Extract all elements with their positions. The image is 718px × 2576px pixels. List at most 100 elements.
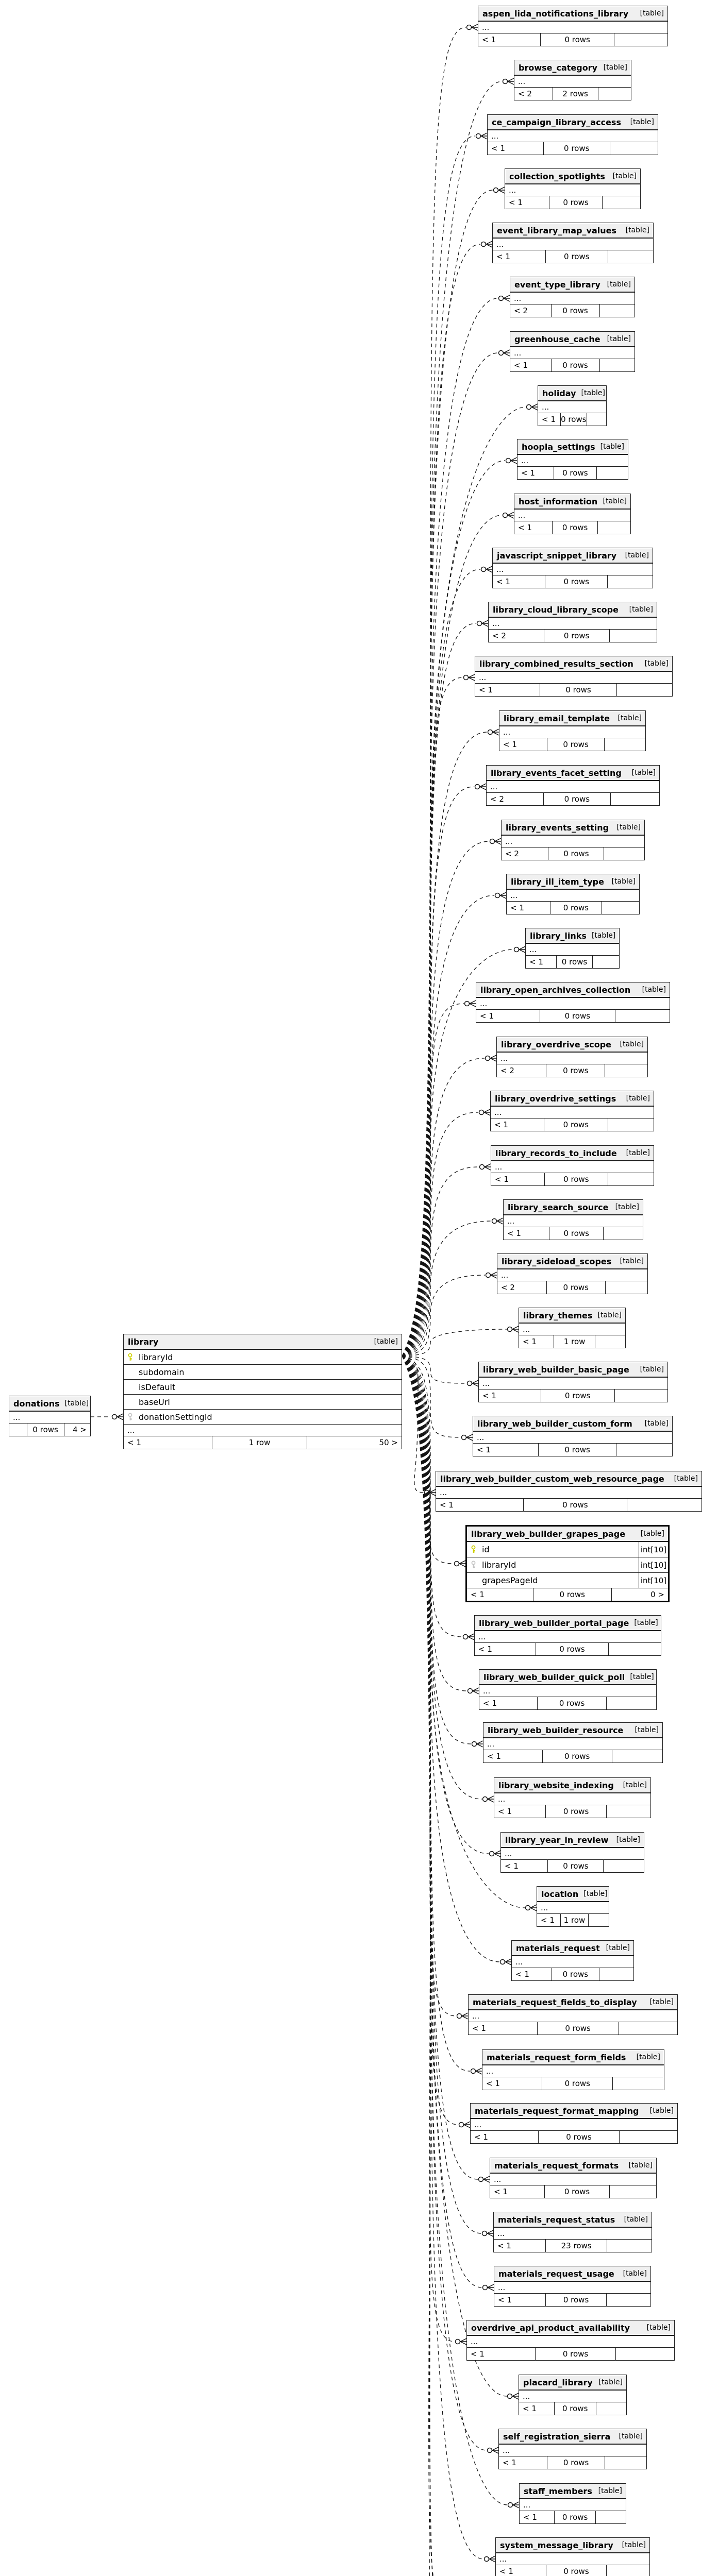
table-name-link-materials_request_fields_to_display[interactable]: materials_request_fields_to_display	[473, 1997, 637, 2007]
table-name-link-library_overdrive_scope[interactable]: library_overdrive_scope	[501, 1039, 612, 1049]
table-box-materials_request_fields_to_display: materials_request_fields_to_display[tabl…	[468, 1994, 678, 2035]
fk-count: < 1	[537, 1914, 561, 1926]
ellipsis-row: ...	[491, 1107, 654, 1118]
table-name-link-library_search_source[interactable]: library_search_source	[508, 1202, 609, 1212]
relationship-edge	[512, 1326, 519, 1333]
zero-or-many-circle	[483, 2556, 490, 2562]
zero-or-many-circle	[502, 512, 508, 518]
table-name-link-library_overdrive_settings[interactable]: library_overdrive_settings	[495, 1093, 616, 1104]
table-name-link-library_events_setting[interactable]: library_events_setting	[506, 822, 609, 833]
table-name-link-library_web_builder_quick_poll[interactable]: library_web_builder_quick_poll	[483, 1672, 625, 1682]
zero-or-many-circle	[502, 78, 508, 84]
table-name-link-system_message_library[interactable]: system_message_library	[500, 2540, 613, 2550]
table-name-link-library_cloud_library_scope[interactable]: library_cloud_library_scope	[493, 604, 619, 615]
table-name-link-library_web_builder_portal_page[interactable]: library_web_builder_portal_page	[479, 1618, 629, 1628]
table-name-link-library_themes[interactable]: library_themes	[523, 1310, 593, 1320]
table-tag: [table]	[640, 9, 664, 18]
primary-key-icon	[471, 1545, 476, 1553]
child-count	[599, 1968, 633, 1980]
table-name-link-ce_campaign_library_access[interactable]: ce_campaign_library_access	[492, 117, 621, 127]
table-name-link-materials_request[interactable]: materials_request	[516, 1943, 600, 1953]
table-name-link-library_web_builder_resource[interactable]: library_web_builder_resource	[488, 1725, 624, 1735]
fk-count: < 1	[479, 1697, 538, 1709]
table-name-link-library_links[interactable]: library_links	[530, 930, 587, 941]
table-name-link-javascript_snippet_library[interactable]: javascript_snippet_library	[497, 550, 617, 561]
zero-or-many-circle	[466, 24, 472, 30]
table-name-link-event_type_library[interactable]: event_type_library	[514, 279, 600, 290]
fk-count: < 1	[479, 1389, 541, 1402]
relationship-edge	[487, 1795, 494, 1803]
table-name-link-host_information[interactable]: host_information	[519, 496, 598, 506]
table-name-link-materials_request_status[interactable]: materials_request_status	[498, 2214, 615, 2225]
table-name-link-library_events_facet_setting[interactable]: library_events_facet_setting	[491, 768, 622, 778]
ellipsis-row: ...	[9, 1412, 90, 1423]
table-name-link-library_year_in_review[interactable]: library_year_in_review	[505, 1835, 609, 1845]
table-name-link-aspen_lida_notifications_library[interactable]: aspen_lida_notifications_library	[482, 8, 629, 19]
zero-or-many-circle	[487, 2447, 493, 2453]
row-count: 0 rows	[548, 1860, 604, 1872]
table-name-link-hoopla_settings[interactable]: hoopla_settings	[522, 442, 595, 452]
zero-or-many-circle	[478, 1109, 485, 1115]
table-name-link-library_open_archives_collection[interactable]: library_open_archives_collection	[480, 985, 631, 995]
table-header: library_records_to_include[table]	[491, 1146, 654, 1161]
table-name-link-materials_request_formats[interactable]: materials_request_formats	[494, 2160, 619, 2171]
table-name-link-library_web_builder_grapes_page[interactable]: library_web_builder_grapes_page	[471, 1529, 626, 1539]
ellipsis-row: ...	[510, 347, 634, 359]
table-header: library_overdrive_settings[table]	[491, 1091, 654, 1107]
table-name-link-library_sideload_scopes[interactable]: library_sideload_scopes	[502, 1256, 612, 1266]
table-header: materials_request_usage[table]	[494, 2266, 650, 2282]
table-name-link-library_web_builder_custom_web_resource_page[interactable]: library_web_builder_custom_web_resource_…	[440, 1473, 664, 1484]
table-name-link-collection_spotlights[interactable]: collection_spotlights	[509, 171, 605, 181]
row-count: 0 rows	[553, 521, 598, 534]
table-header: library_web_builder_portal_page[table]	[475, 1616, 661, 1631]
table-name-link-event_library_map_values[interactable]: event_library_map_values	[497, 225, 616, 235]
table-name-link-materials_request_usage[interactable]: materials_request_usage	[498, 2268, 614, 2279]
child-count	[600, 359, 634, 371]
table-name-link-library_email_template[interactable]: library_email_template	[504, 713, 610, 723]
table-name-link-location[interactable]: location	[541, 1889, 579, 1899]
table-header: library_web_builder_quick_poll[table]	[479, 1670, 656, 1685]
table-name-link-greenhouse_cache[interactable]: greenhouse_cache	[514, 334, 600, 344]
table-name-link-library_records_to_include[interactable]: library_records_to_include	[495, 1148, 617, 1158]
row-count: 0 rows	[545, 575, 608, 588]
table-name-link-library[interactable]: library	[128, 1336, 159, 1347]
table-name-link-library_ill_item_type[interactable]: library_ill_item_type	[511, 876, 604, 887]
zero-or-many-circle	[454, 1561, 460, 1567]
table-name-link-staff_members[interactable]: staff_members	[524, 2486, 592, 2496]
table-tag: [table]	[625, 551, 649, 560]
ellipsis-row: ...	[538, 401, 606, 413]
table-name-link-materials_request_form_fields[interactable]: materials_request_form_fields	[487, 2052, 626, 2062]
relationship-edge	[402, 949, 514, 1357]
fk-count: < 1	[488, 142, 544, 155]
table-name-link-overdrive_api_product_availability[interactable]: overdrive_api_product_availability	[471, 2323, 630, 2333]
table-name-link-library_website_indexing[interactable]: library_website_indexing	[498, 1780, 614, 1790]
fk-count: < 2	[489, 630, 544, 642]
table-name-link-library_combined_results_section[interactable]: library_combined_results_section	[479, 658, 633, 669]
table-name-link-placard_library[interactable]: placard_library	[523, 2377, 593, 2387]
table-name-link-materials_request_format_mapping[interactable]: materials_request_format_mapping	[475, 2106, 639, 2116]
table-name-link-self_registration_sierra[interactable]: self_registration_sierra	[503, 2431, 611, 2442]
child-count	[604, 1227, 643, 1240]
child-count	[610, 630, 657, 642]
row-count: 0 rows	[547, 738, 605, 751]
relationship-edge	[402, 1355, 457, 2016]
table-name-link-library_web_builder_custom_form[interactable]: library_web_builder_custom_form	[477, 1418, 632, 1429]
child-count	[607, 2565, 649, 2576]
table-name-link-holiday[interactable]: holiday	[542, 388, 576, 398]
row-count: 0 rows	[552, 304, 600, 317]
table-name-link-library_web_builder_basic_page[interactable]: library_web_builder_basic_page	[483, 1364, 629, 1375]
table-name-link-browse_category[interactable]: browse_category	[519, 62, 598, 73]
table-name-link-donations[interactable]: donations	[13, 1398, 60, 1409]
table-header: overdrive_api_product_availability[table…	[467, 2320, 674, 2336]
